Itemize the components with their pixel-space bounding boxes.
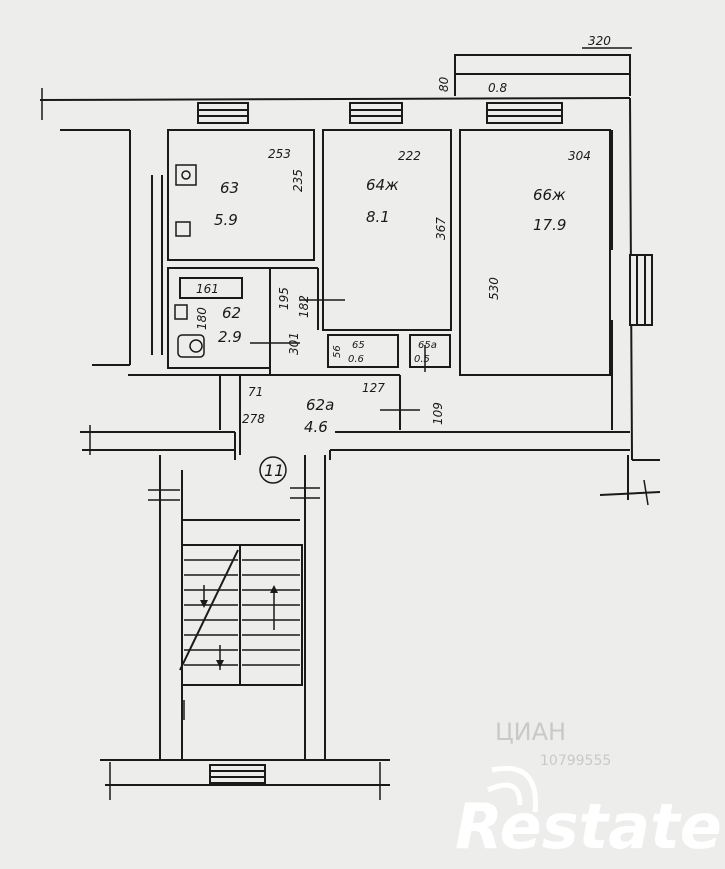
watermark-logo-icon (486, 765, 538, 813)
dim-71: 71 (248, 385, 263, 399)
dim-109: 109 (431, 402, 445, 425)
stair-treads (41, 88, 649, 800)
dimension-labels: 320 80 0.8 253 235 222 367 304 530 161 1… (195, 34, 611, 426)
dim-56: 56 (332, 345, 343, 358)
watermark: ЦИАН 10799555 Restate (455, 718, 722, 863)
fixtures (174, 164, 287, 484)
dim-304: 304 (568, 149, 591, 163)
watermark-faint: ЦИАН (495, 718, 566, 746)
hall-number: 62а (306, 396, 334, 414)
closet65a-area: 0.5 (414, 354, 430, 365)
bath-number: 62 (222, 304, 241, 322)
room64-area: 8.1 (366, 208, 390, 226)
stair-arrows (200, 585, 278, 668)
balcony-area: 0.8 (488, 81, 507, 95)
dim-301: 301 (287, 332, 301, 355)
room66-number: 66ж (533, 186, 566, 204)
dim-161: 161 (196, 282, 219, 296)
closet65-number: 65 (352, 340, 365, 351)
kitchen-number: 63 (220, 179, 239, 197)
room66-area: 17.9 (533, 216, 566, 234)
dim-278: 278 (242, 412, 265, 426)
dim-235: 235 (291, 169, 305, 192)
dim-253: 253 (268, 147, 291, 161)
dim-367: 367 (434, 217, 448, 240)
hall-area: 4.6 (304, 418, 328, 436)
dim-top-width: 320 (588, 34, 611, 48)
room-labels: 63 5.9 64ж 8.1 66ж 17.9 62 2.9 65 0.6 65… (214, 176, 566, 480)
dim-195: 195 (277, 287, 291, 310)
walls (39, 47, 661, 786)
bath-area: 2.9 (218, 328, 242, 346)
room64-number: 64ж (366, 176, 399, 194)
kitchen-area: 5.9 (214, 211, 238, 229)
dim-530: 530 (487, 277, 501, 300)
dim-80: 80 (437, 76, 451, 92)
closet65-area: 0.6 (348, 354, 364, 365)
closet65a-number: 65а (418, 340, 437, 351)
dim-127: 127 (362, 381, 385, 395)
watermark-number: 10799555 (540, 753, 611, 769)
dim-180: 180 (195, 307, 209, 330)
watermark-brand: Restate (455, 790, 722, 863)
dim-182: 182 (297, 295, 311, 318)
dim-222: 222 (398, 149, 421, 163)
apartment-number: 11 (264, 461, 284, 480)
